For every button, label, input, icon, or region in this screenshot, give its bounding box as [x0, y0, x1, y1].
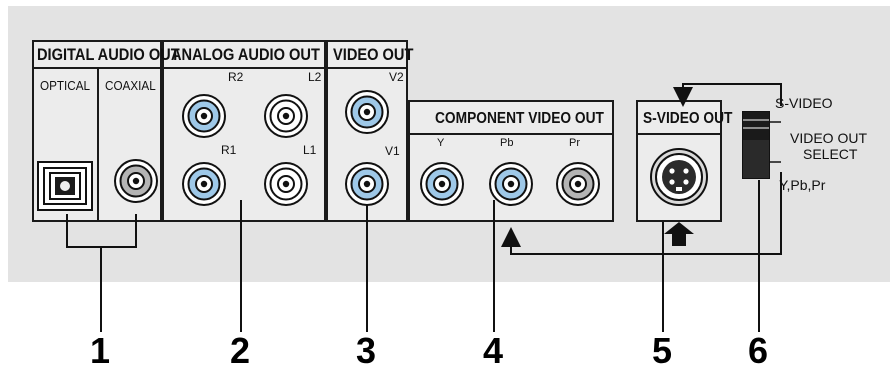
optical-port [37, 161, 93, 211]
pr-jack [556, 162, 600, 206]
v1-label: V1 [385, 144, 400, 158]
analog-audio-out-title: ANALOG AUDIO OUT [171, 45, 320, 64]
optical-label: OPTICAL [40, 78, 91, 93]
up-arrow-icon [664, 222, 694, 246]
v2-jack [345, 90, 389, 134]
r2-label: R2 [228, 70, 244, 84]
rca-jacks [114, 90, 600, 206]
callout-4: 4 [483, 330, 504, 371]
s-video-port [650, 148, 708, 206]
callout-1: 1 [90, 330, 111, 371]
l1-label: L1 [303, 143, 317, 157]
r1-jack [182, 162, 226, 206]
component-video-out-title: COMPONENT VIDEO OUT [435, 110, 604, 127]
pb-jack [489, 162, 533, 206]
arrow-to-s-video [673, 83, 782, 107]
video-out-select-line1: VIDEO OUT [790, 130, 868, 146]
r1-label: R1 [221, 143, 237, 157]
pb-label: Pb [500, 137, 514, 149]
pr-label: Pr [569, 137, 580, 149]
y-label: Y [437, 137, 445, 149]
callout-6: 6 [748, 330, 769, 371]
digital-audio-out-title: DIGITAL AUDIO OUT [37, 45, 180, 64]
v1-jack [345, 162, 389, 206]
video-out-select-switch [742, 111, 781, 179]
coaxial-jack [114, 159, 158, 203]
r2-jack [182, 94, 226, 138]
callout-2: 2 [230, 330, 251, 371]
switch-s-video-label: S-VIDEO [775, 95, 833, 111]
video-out-select-line2: SELECT [803, 146, 858, 162]
coaxial-label: COAXIAL [105, 78, 156, 93]
y-jack [420, 162, 464, 206]
s-video-out-title: S-VIDEO OUT [643, 110, 733, 127]
v2-label: V2 [389, 70, 404, 84]
arrow-to-component [501, 172, 782, 255]
l1-jack [264, 162, 308, 206]
callout-3: 3 [356, 330, 377, 371]
switch-component-label: Y,Pb,Pr [779, 177, 826, 193]
video-out-title: VIDEO OUT [333, 45, 414, 64]
callout-lines [66, 180, 760, 332]
l2-label: L2 [308, 70, 322, 84]
l2-jack [264, 94, 308, 138]
callout-5: 5 [652, 330, 673, 371]
